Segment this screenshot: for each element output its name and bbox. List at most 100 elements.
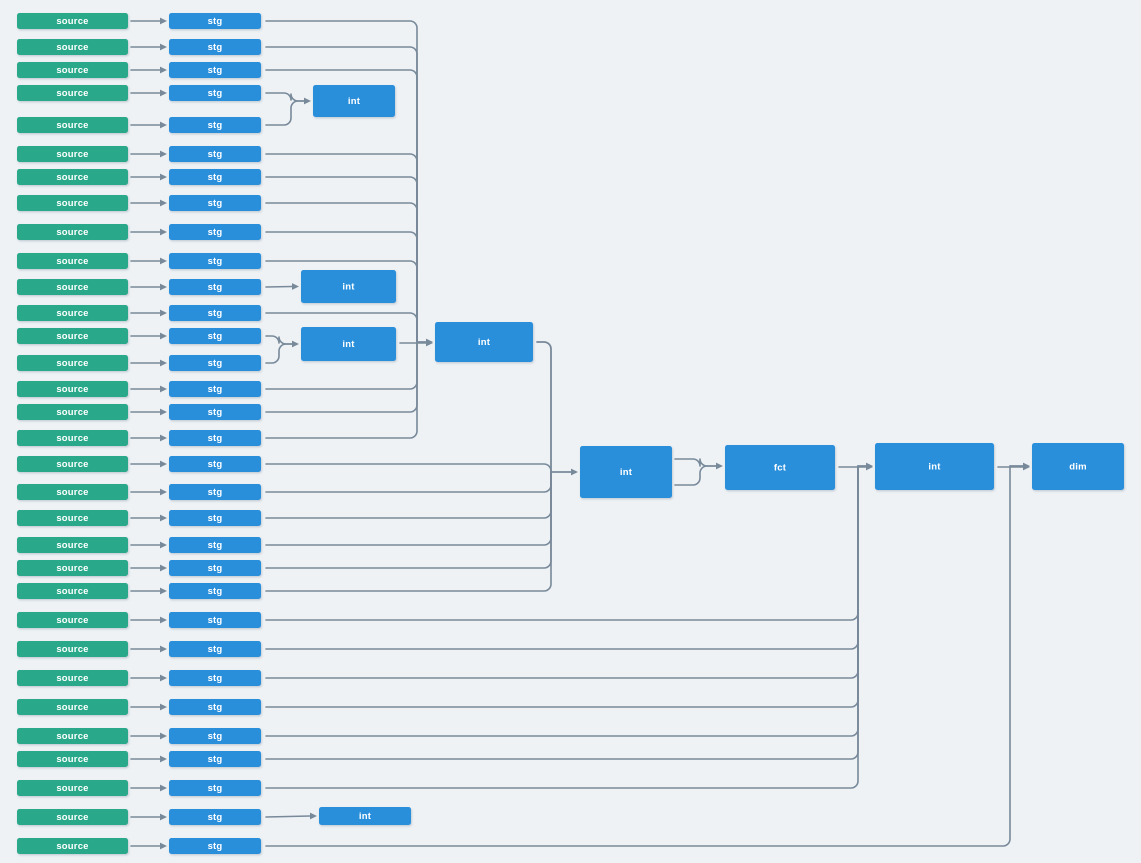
source-node-11-rect[interactable]: [17, 279, 128, 295]
stg-node-3[interactable]: stg: [169, 62, 261, 78]
source-node-32-rect[interactable]: [17, 838, 128, 854]
stg-node-30-rect[interactable]: [169, 780, 261, 796]
stg-node-14-rect[interactable]: [169, 355, 261, 371]
source-node-8-rect[interactable]: [17, 195, 128, 211]
source-node-25-rect[interactable]: [17, 641, 128, 657]
source-node-31-rect[interactable]: [17, 809, 128, 825]
stg-node-25[interactable]: stg: [169, 641, 261, 657]
source-node-2[interactable]: source: [17, 39, 128, 55]
int-node-int_c-rect[interactable]: [301, 327, 396, 361]
source-node-31[interactable]: source: [17, 809, 128, 825]
int-node-int_a[interactable]: int: [313, 85, 395, 117]
int-node-int_g-rect[interactable]: [319, 807, 411, 825]
source-node-29-rect[interactable]: [17, 751, 128, 767]
stg-node-25-rect[interactable]: [169, 641, 261, 657]
source-node-19-rect[interactable]: [17, 484, 128, 500]
source-node-12-rect[interactable]: [17, 305, 128, 321]
stg-node-20-rect[interactable]: [169, 510, 261, 526]
source-node-16[interactable]: source: [17, 404, 128, 420]
stg-node-5[interactable]: stg: [169, 117, 261, 133]
stg-node-21-rect[interactable]: [169, 537, 261, 553]
source-node-20-rect[interactable]: [17, 510, 128, 526]
stg-node-12-rect[interactable]: [169, 305, 261, 321]
source-node-22-rect[interactable]: [17, 560, 128, 576]
stg-node-11[interactable]: stg: [169, 279, 261, 295]
stg-node-1-rect[interactable]: [169, 13, 261, 29]
source-node-13[interactable]: source: [17, 328, 128, 344]
stg-node-9[interactable]: stg: [169, 224, 261, 240]
source-node-24-rect[interactable]: [17, 612, 128, 628]
stg-node-2-rect[interactable]: [169, 39, 261, 55]
stg-node-27-rect[interactable]: [169, 699, 261, 715]
source-node-1[interactable]: source: [17, 13, 128, 29]
stg-node-13-rect[interactable]: [169, 328, 261, 344]
source-node-3[interactable]: source: [17, 62, 128, 78]
source-node-10[interactable]: source: [17, 253, 128, 269]
stg-node-15[interactable]: stg: [169, 381, 261, 397]
source-node-9-rect[interactable]: [17, 224, 128, 240]
stg-node-1[interactable]: stg: [169, 13, 261, 29]
source-node-32[interactable]: source: [17, 838, 128, 854]
stg-node-19-rect[interactable]: [169, 484, 261, 500]
stg-node-32[interactable]: stg: [169, 838, 261, 854]
source-node-27[interactable]: source: [17, 699, 128, 715]
stg-node-28-rect[interactable]: [169, 728, 261, 744]
stg-node-19[interactable]: stg: [169, 484, 261, 500]
stg-node-30[interactable]: stg: [169, 780, 261, 796]
int-node-int_e-rect[interactable]: [580, 446, 672, 498]
int-node-int_f-rect[interactable]: [875, 443, 994, 490]
source-node-19[interactable]: source: [17, 484, 128, 500]
stg-node-20[interactable]: stg: [169, 510, 261, 526]
int-node-int_g[interactable]: int: [319, 807, 411, 825]
stg-node-5-rect[interactable]: [169, 117, 261, 133]
source-node-4[interactable]: source: [17, 85, 128, 101]
source-node-30[interactable]: source: [17, 780, 128, 796]
stg-node-16-rect[interactable]: [169, 404, 261, 420]
stg-node-14[interactable]: stg: [169, 355, 261, 371]
stg-node-24[interactable]: stg: [169, 612, 261, 628]
int-node-int_d-rect[interactable]: [435, 322, 533, 362]
source-node-26-rect[interactable]: [17, 670, 128, 686]
source-node-24[interactable]: source: [17, 612, 128, 628]
source-node-6-rect[interactable]: [17, 146, 128, 162]
source-node-12[interactable]: source: [17, 305, 128, 321]
source-node-17-rect[interactable]: [17, 430, 128, 446]
source-node-22[interactable]: source: [17, 560, 128, 576]
source-node-18-rect[interactable]: [17, 456, 128, 472]
source-node-4-rect[interactable]: [17, 85, 128, 101]
int-node-int_f[interactable]: int: [875, 443, 994, 490]
stg-node-15-rect[interactable]: [169, 381, 261, 397]
stg-node-12[interactable]: stg: [169, 305, 261, 321]
stg-node-18-rect[interactable]: [169, 456, 261, 472]
stg-node-13[interactable]: stg: [169, 328, 261, 344]
int-node-int_c[interactable]: int: [301, 327, 396, 361]
int-node-int_e[interactable]: int: [580, 446, 672, 498]
source-node-15-rect[interactable]: [17, 381, 128, 397]
dim-node-dim_1[interactable]: dim: [1032, 443, 1124, 490]
source-node-14-rect[interactable]: [17, 355, 128, 371]
stg-node-23[interactable]: stg: [169, 583, 261, 599]
int-node-int_b[interactable]: int: [301, 270, 396, 303]
source-node-9[interactable]: source: [17, 224, 128, 240]
source-node-14[interactable]: source: [17, 355, 128, 371]
source-node-17[interactable]: source: [17, 430, 128, 446]
stg-node-26[interactable]: stg: [169, 670, 261, 686]
source-node-10-rect[interactable]: [17, 253, 128, 269]
source-node-28[interactable]: source: [17, 728, 128, 744]
stg-node-7-rect[interactable]: [169, 169, 261, 185]
source-node-8[interactable]: source: [17, 195, 128, 211]
stg-node-4-rect[interactable]: [169, 85, 261, 101]
source-node-7[interactable]: source: [17, 169, 128, 185]
dim-node-dim_1-rect[interactable]: [1032, 443, 1124, 490]
source-node-23-rect[interactable]: [17, 583, 128, 599]
stg-node-9-rect[interactable]: [169, 224, 261, 240]
stg-node-18[interactable]: stg: [169, 456, 261, 472]
source-node-3-rect[interactable]: [17, 62, 128, 78]
source-node-11[interactable]: source: [17, 279, 128, 295]
stg-node-27[interactable]: stg: [169, 699, 261, 715]
fct-node-fct_1[interactable]: fct: [725, 445, 835, 490]
stg-node-10[interactable]: stg: [169, 253, 261, 269]
stg-node-3-rect[interactable]: [169, 62, 261, 78]
source-node-30-rect[interactable]: [17, 780, 128, 796]
